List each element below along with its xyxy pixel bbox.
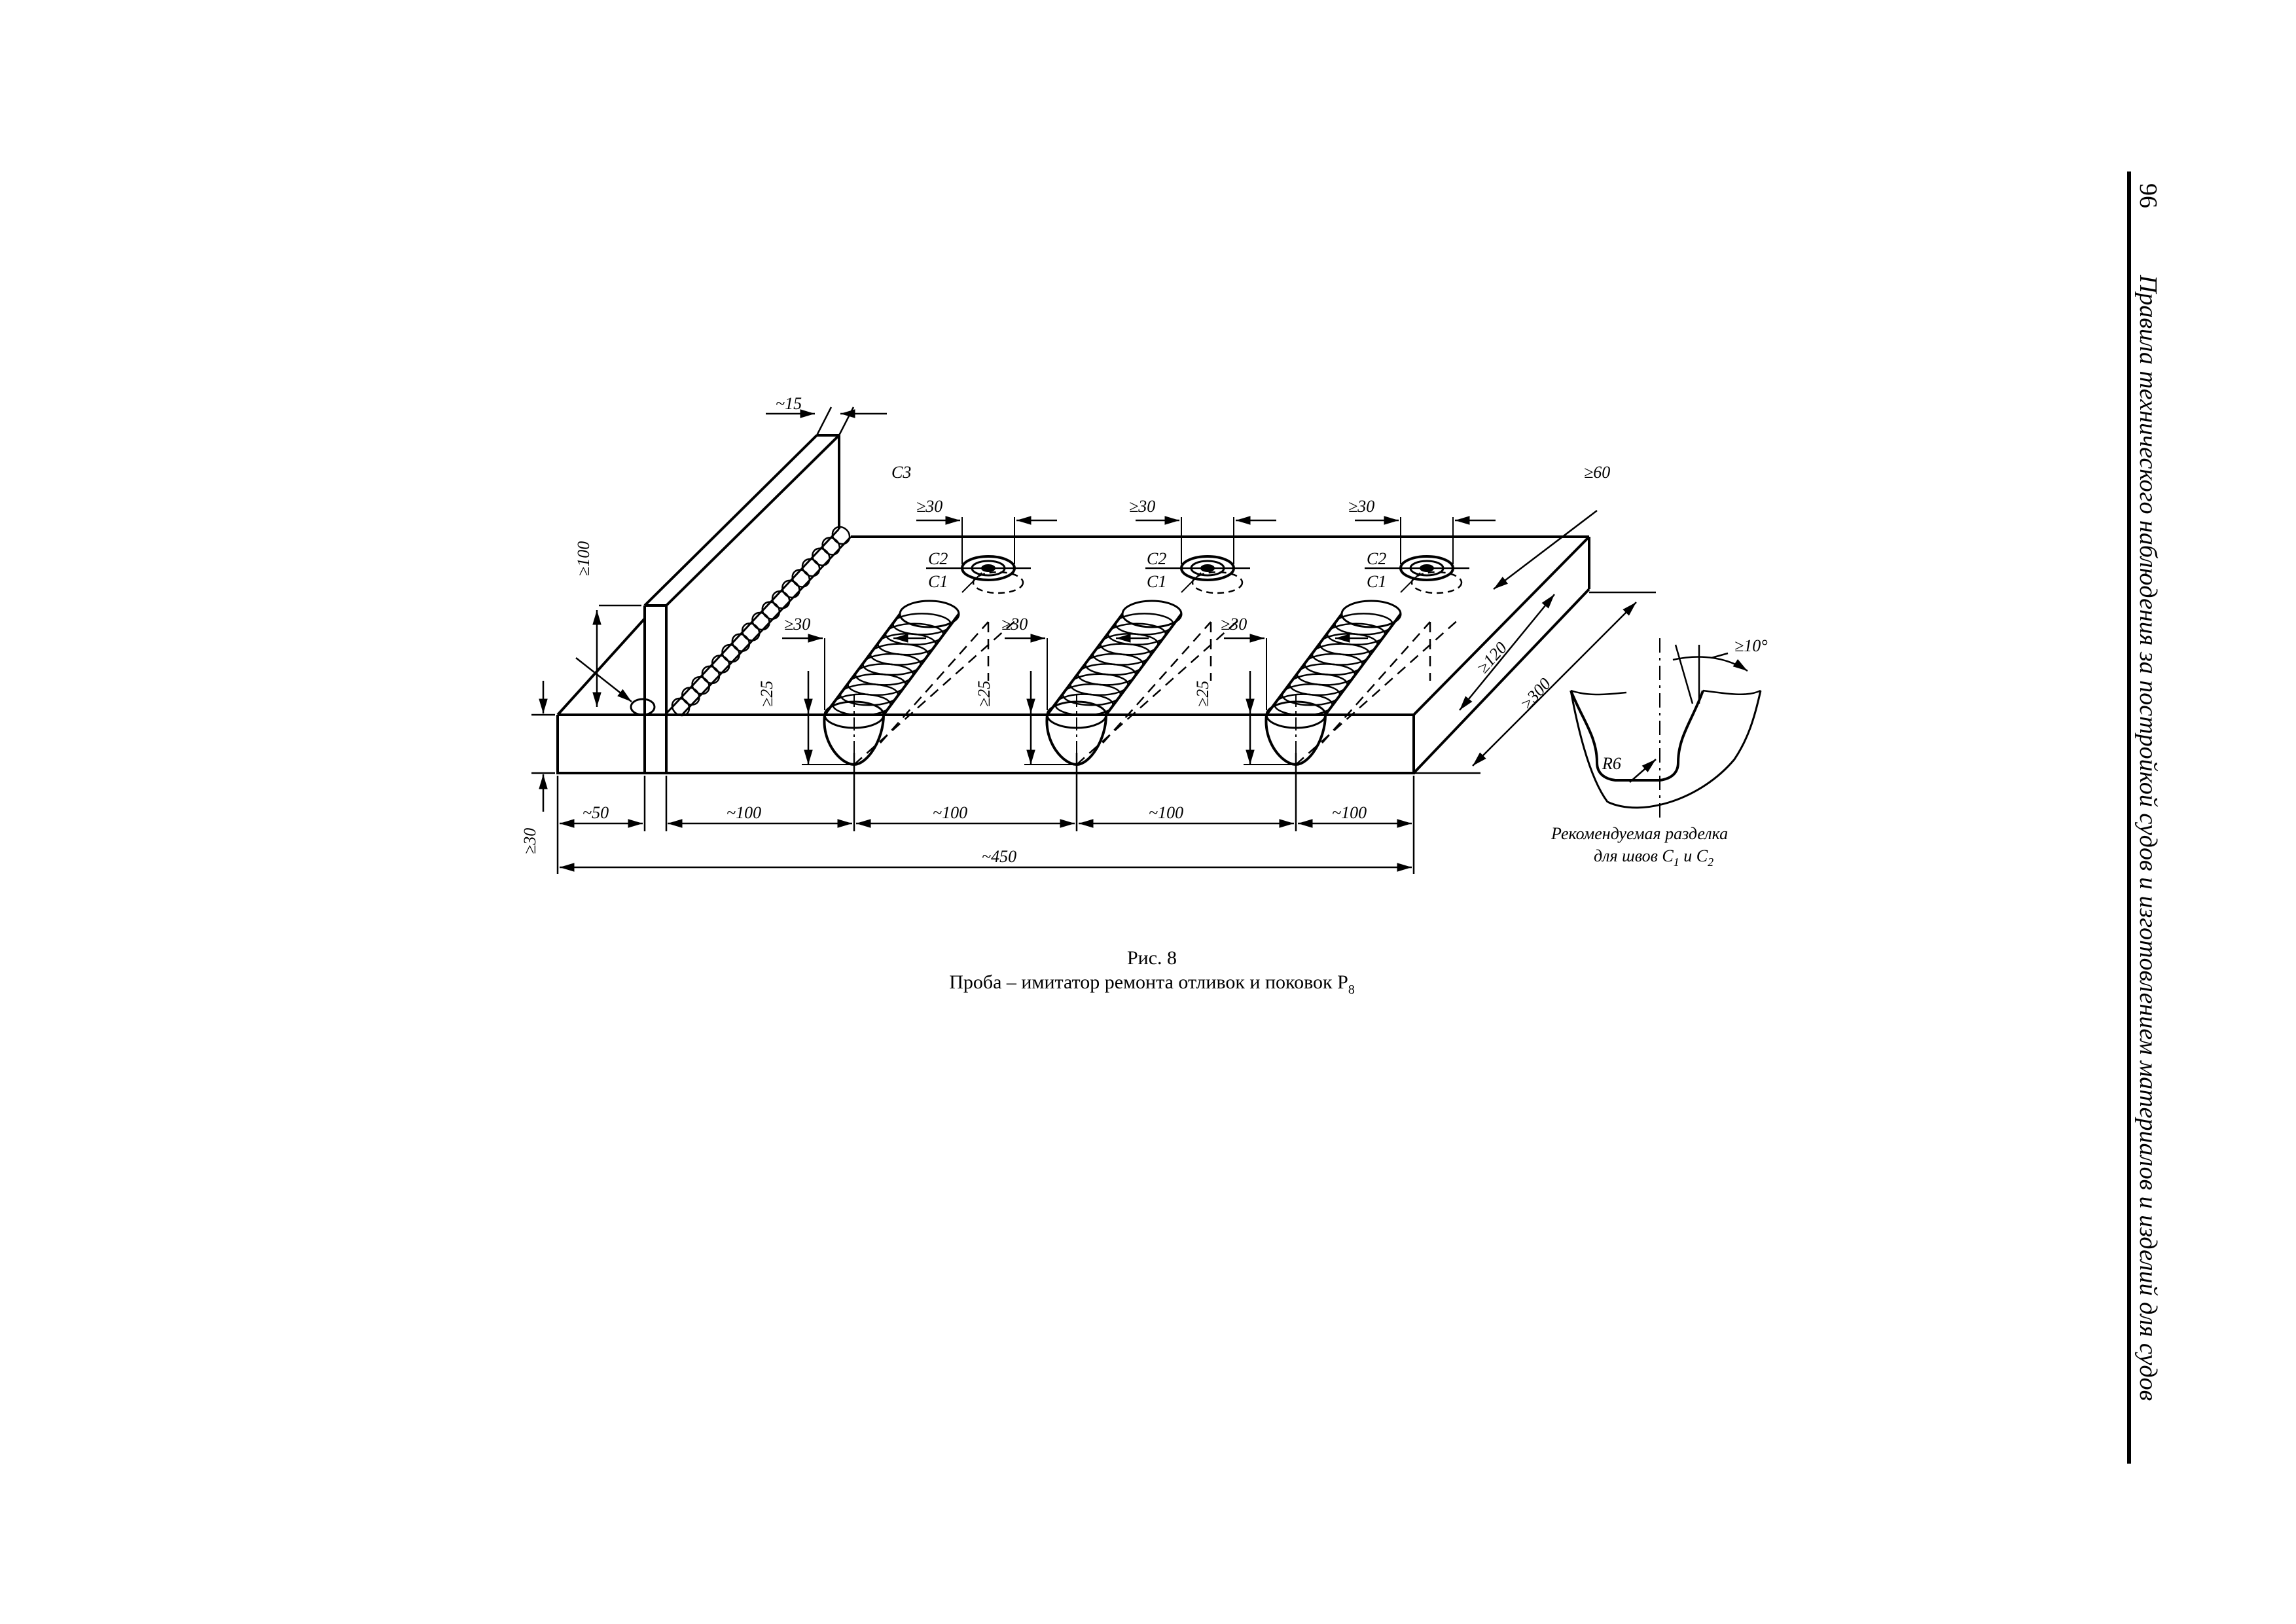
dim-edge-offset: ~50 [583,803,609,822]
groove-detail: ≥10° R6 Рекомендуемая разделка для швов … [1551,636,1768,869]
label-c2-2: C2 [1147,549,1166,568]
dim-spacing-1: ~100 [726,803,761,822]
weld-ripple [771,590,791,609]
groove-depth-3: ≥25 [1193,681,1212,707]
dim-spacing-3: ~100 [1149,803,1183,822]
dim-groove-length: ≥120 [1473,638,1511,677]
groove-back-arc [1340,600,1402,628]
label-c1-2: C1 [1147,572,1166,591]
hole-diameter-3: ≥30 [1348,497,1374,516]
hole-3 [1365,555,1469,594]
detail-radius: R6 [1602,754,1621,773]
dim-hole-offset: ≥60 [1584,463,1610,482]
groove-width-3: ≥30 [1221,615,1247,634]
groove-ripple [1326,623,1386,646]
figure-caption: Рис. 8 Проба – имитатор ремонта отливок … [949,947,1355,997]
running-title: Правила технического наблюдения за постр… [2134,274,2162,1401]
hole-dashed-axis [961,572,982,593]
dim-fin-height: ≥100 [574,541,593,576]
dim-fin-thickness: ~15 [776,394,802,413]
groove-depth-2: ≥25 [975,681,994,707]
label-c1-3: C1 [1367,572,1386,591]
caption-title: Проба – имитатор ремонта отливок и поков… [949,971,1355,997]
groove-2 [1045,600,1241,769]
label-c2-3: C2 [1367,549,1386,568]
c3-weld-bead [630,526,852,717]
hole-dashed-axis [1181,572,1202,593]
groove-back-arc [1121,600,1183,628]
weld-ripple [671,697,691,717]
groove-profile [1570,690,1704,782]
groove-hidden-line [853,618,1018,765]
groove-hidden-line [880,621,989,744]
groove-hidden-line [1321,621,1431,744]
hole-2 [1145,555,1250,594]
hole-dashed-axis [1400,572,1421,593]
weld-ripple [731,633,751,653]
dim-plate-thickness: ≥30 [520,828,539,854]
detail-caption-line2: для швов C1 и C2 [1594,846,1713,869]
weld-ripple [812,547,831,567]
groove-ripple [1334,613,1393,636]
vertical-fin [643,434,840,774]
hole-diameter-2: ≥30 [1129,497,1155,516]
holes [926,555,1469,594]
running-header: 96 Правила технического наблюдения за по… [2127,171,2162,1464]
label-c1-1: C1 [928,572,948,591]
dim-spacing-2: ~100 [933,803,967,822]
dimension-lines [531,406,1656,874]
weld-ripple [741,623,761,641]
groove-3 [1265,600,1460,769]
groove-depth-1: ≥25 [757,681,776,707]
dim-plate-width: ≥300 [1517,674,1554,713]
groove-hidden-line [1102,621,1211,744]
groove-back-arc [899,600,960,628]
weld-ripple [721,643,740,663]
weld-ripple [681,687,700,706]
weld-ripple [701,665,721,685]
weld-ripple [761,601,781,620]
dimension-labels: ~15 C3 ≥100 ≥30 ~50 ~100 ~100 ~100 ~100 … [520,394,1610,866]
grooves [823,600,1460,769]
label-c2-1: C2 [928,549,948,568]
page-number: 96 [2134,183,2162,208]
weld-ripple [831,526,851,545]
groove-hidden-line [1076,618,1241,765]
groove-width-2: ≥30 [1001,615,1028,634]
weld-ripple [821,537,840,556]
weld-ripple [801,558,821,577]
hole-hidden-bottom [1191,571,1244,594]
hole-1 [926,555,1031,594]
groove-ripple [892,613,952,636]
weld-ripple [751,611,770,631]
detail-angle: ≥10° [1734,636,1768,655]
hole-hidden-bottom [972,571,1024,594]
dim-spacing-4: ~100 [1332,803,1367,822]
weld-ripple [711,655,730,674]
caption-number: Рис. 8 [1127,947,1177,969]
specimen-drawing [556,434,1590,774]
weld-ripple [781,579,800,599]
groove-ripple [1115,613,1174,636]
label-c3: C3 [891,463,911,482]
groove-width-1: ≥30 [784,615,810,634]
groove-ripple [884,623,944,646]
weld-ripple [791,569,811,588]
weld-ripple [691,676,710,695]
detail-caption-line1: Рекомендуемая разделка [1551,824,1728,843]
dim-total-length: ~450 [982,847,1016,866]
hole-diameter-1: ≥30 [916,497,942,516]
groove-ripple [1107,623,1167,646]
hole-hidden-bottom [1410,571,1463,594]
groove-hidden-line [1295,618,1460,765]
